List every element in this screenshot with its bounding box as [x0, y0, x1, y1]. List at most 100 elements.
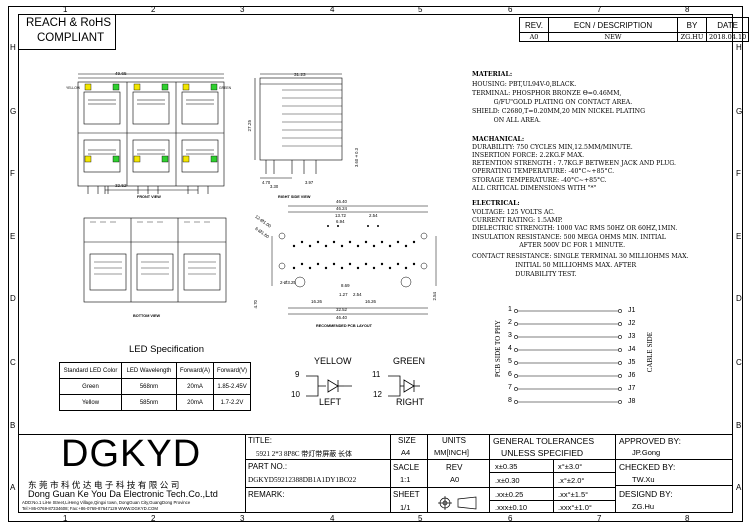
led-circuit-diagram: [306, 375, 420, 397]
electrical-line: DIELECTRIC STRENGTH: 1000 VAC RMS 50HZ O…: [472, 225, 678, 232]
gt-title-1: GENERAL TOLERANCES: [493, 436, 595, 446]
mechanical-title: MACHANICAL:: [472, 136, 525, 143]
tb-vline: [489, 434, 490, 513]
led-cell: 585nm: [121, 394, 177, 411]
front-view-caption: FRONT VIEW: [137, 195, 161, 199]
approved-value: JP.Gong: [632, 448, 661, 457]
material-line: TERMINAL: PHOSPHOR BRONZE Θ=0.46MM,: [472, 90, 622, 97]
jack-schematic: [514, 309, 622, 404]
approved-label: APPROVED BY:: [619, 436, 681, 446]
pcb-dim: 4.70: [253, 300, 258, 309]
tb-hline: [489, 487, 615, 488]
grid-row: D: [736, 294, 742, 303]
revision-table: REV. ECN / DESCRIPTION BY DATE A0 NEW ZG…: [519, 17, 750, 42]
title-block: [18, 434, 733, 513]
rev-value: A0: [519, 32, 549, 42]
grid-row: H: [736, 43, 742, 52]
units-label: UNITS: [442, 436, 466, 445]
tb-vline: [553, 459, 554, 513]
mechanical-line: RETENTION STRENGTH : 7.7KG.F BETWEEN JAC…: [472, 160, 676, 167]
front-dim-spacing: 32.52: [115, 183, 127, 188]
side-dim-bottom: 3.97: [305, 180, 314, 185]
jack-label: J7: [628, 385, 636, 392]
sheet-value: 1/1: [400, 503, 411, 512]
remark-label: REMARK:: [248, 490, 285, 499]
grid-col: 1: [63, 514, 68, 523]
led-pin: 12: [373, 390, 382, 399]
jack-label: J3: [628, 333, 636, 340]
pin-number: 4: [508, 345, 512, 352]
grid-col: 4: [330, 514, 335, 523]
electrical-line: VOLTAGE: 125 VOLTS AC.: [472, 209, 555, 216]
pcb-dim: 46.40: [336, 199, 347, 204]
tb-hline: [489, 459, 615, 460]
company-en: Dong Guan Ke You Da Electronic Tech.Co.,…: [28, 489, 218, 499]
pcb-layout-drawing: [271, 205, 437, 315]
size-value: A4: [401, 448, 411, 457]
electrical-title: ELECTRICAL:: [472, 200, 520, 207]
side-dim-bottom: 3.30: [270, 184, 279, 189]
pcb-side-label: PCB SIDE TO PHY: [494, 320, 502, 378]
company-tel: Tel:+86-0769-87334608; Fax:+86-0769-8764…: [22, 506, 158, 511]
by-header: BY: [677, 17, 707, 33]
tolerance: .x±0.30: [495, 476, 520, 485]
tb-hline: [245, 459, 489, 460]
jack-label: J6: [628, 372, 636, 379]
pin-number: 7: [508, 384, 512, 391]
grid-col: 8: [685, 514, 690, 523]
side-dim-bottom: 4.70: [262, 180, 271, 185]
led-header: Standard LED Color: [59, 362, 122, 379]
grid-col: 6: [508, 5, 513, 14]
grid-col: 7: [597, 514, 602, 523]
tb-hline: [615, 485, 733, 486]
company-cn: 东 莞 市 科 优 达 电 子 科 技 有 限 公 司: [28, 480, 180, 490]
grid-row: E: [736, 232, 742, 241]
grid-col: 2: [151, 514, 156, 523]
electrical-line: INSULATION RESISTANCE: 500 MEGA OHMS MIN…: [472, 234, 666, 241]
pin-number: 2: [508, 319, 512, 326]
pcb-dim: 6.94: [336, 219, 345, 224]
desc-value: NEW: [548, 32, 678, 42]
tb-vline: [427, 434, 428, 513]
grid-row: G: [736, 107, 743, 116]
pcb-dim: 8.69: [341, 283, 350, 288]
grid-col: 7: [597, 5, 602, 14]
jack-label: J2: [628, 320, 636, 327]
electrical-line: CONTACT RESISTANCE: SINGLE TERMINAL 30 M…: [472, 253, 689, 260]
pcb-dim: 46.24: [336, 206, 347, 211]
bottom-view-drawing: [83, 217, 227, 303]
tolerance: .xx±0.25: [495, 490, 524, 499]
pin-number: 8: [508, 397, 512, 404]
led-cell: Green: [59, 378, 122, 395]
date-value: 2018.04.10: [705, 32, 750, 42]
tb-hline: [489, 500, 615, 501]
led-cell: 568nm: [121, 378, 177, 395]
grid-row: B: [736, 421, 742, 430]
tolerance: .xx°±1.5°: [558, 490, 589, 499]
gt-title-2: UNLESS SPECIFIED: [501, 448, 584, 458]
tb-hline: [245, 487, 489, 488]
jack-label: J4: [628, 346, 636, 353]
mechanical-line: STORAGE TEMPERATURE: -40°C~+85°C.: [472, 177, 607, 184]
projection-symbol-icon: [438, 496, 477, 510]
grid-row: B: [10, 421, 16, 430]
part-no-label: PART NO.:: [248, 462, 288, 471]
scale-label: SACLE: [393, 463, 420, 472]
jack-label: J1: [628, 307, 636, 314]
grid-col: 3: [240, 5, 245, 14]
led-header: LED Wavelength: [121, 362, 177, 379]
grid-row: F: [10, 169, 15, 178]
pin-number: 6: [508, 371, 512, 378]
grid-row: G: [10, 107, 17, 116]
material-line: HOUSING: PBT,UL94V-0,BLACK.: [472, 81, 577, 88]
pcb-dim: 46.40: [336, 315, 347, 320]
tb-vline: [390, 434, 391, 513]
designed-value: ZG.Hu: [632, 502, 655, 511]
pcb-dim: 2.54: [369, 213, 378, 218]
pcb-dim: 16.26: [365, 299, 376, 304]
grid-row: A: [10, 483, 16, 492]
grid-row: D: [10, 294, 16, 303]
by-value: ZG.HU: [677, 32, 707, 42]
led-spec-table: Standard LED Color LED Wavelength Forwar…: [59, 362, 252, 411]
checked-value: TW.Xu: [632, 475, 655, 484]
